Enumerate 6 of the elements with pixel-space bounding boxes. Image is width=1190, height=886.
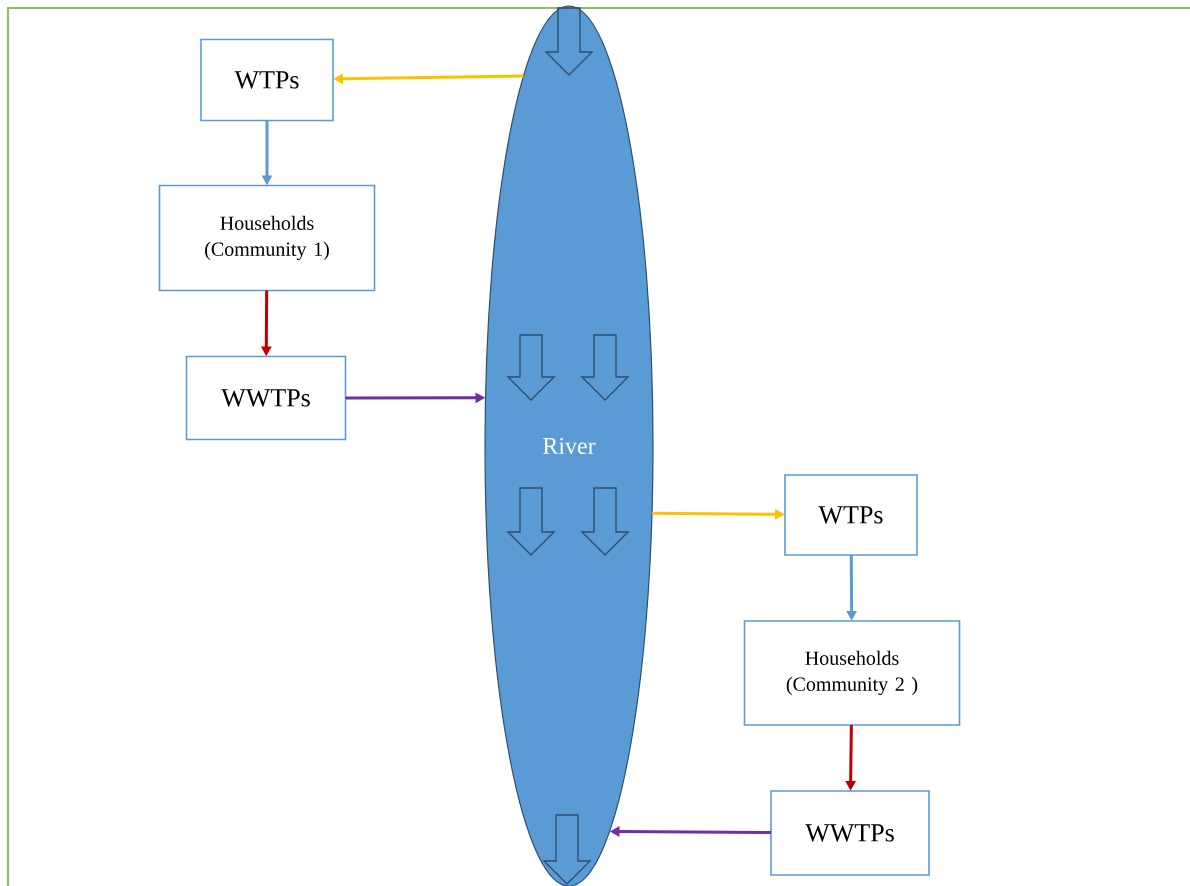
process-box: Households (Community 2 ) <box>743 620 961 726</box>
process-box: WWTPs <box>185 355 347 441</box>
process-box: WTPs <box>200 38 334 122</box>
process-box: WWTPs <box>770 790 930 876</box>
process-box: Households (Community 1) <box>158 184 376 292</box>
process-box: WTPs <box>784 474 918 556</box>
